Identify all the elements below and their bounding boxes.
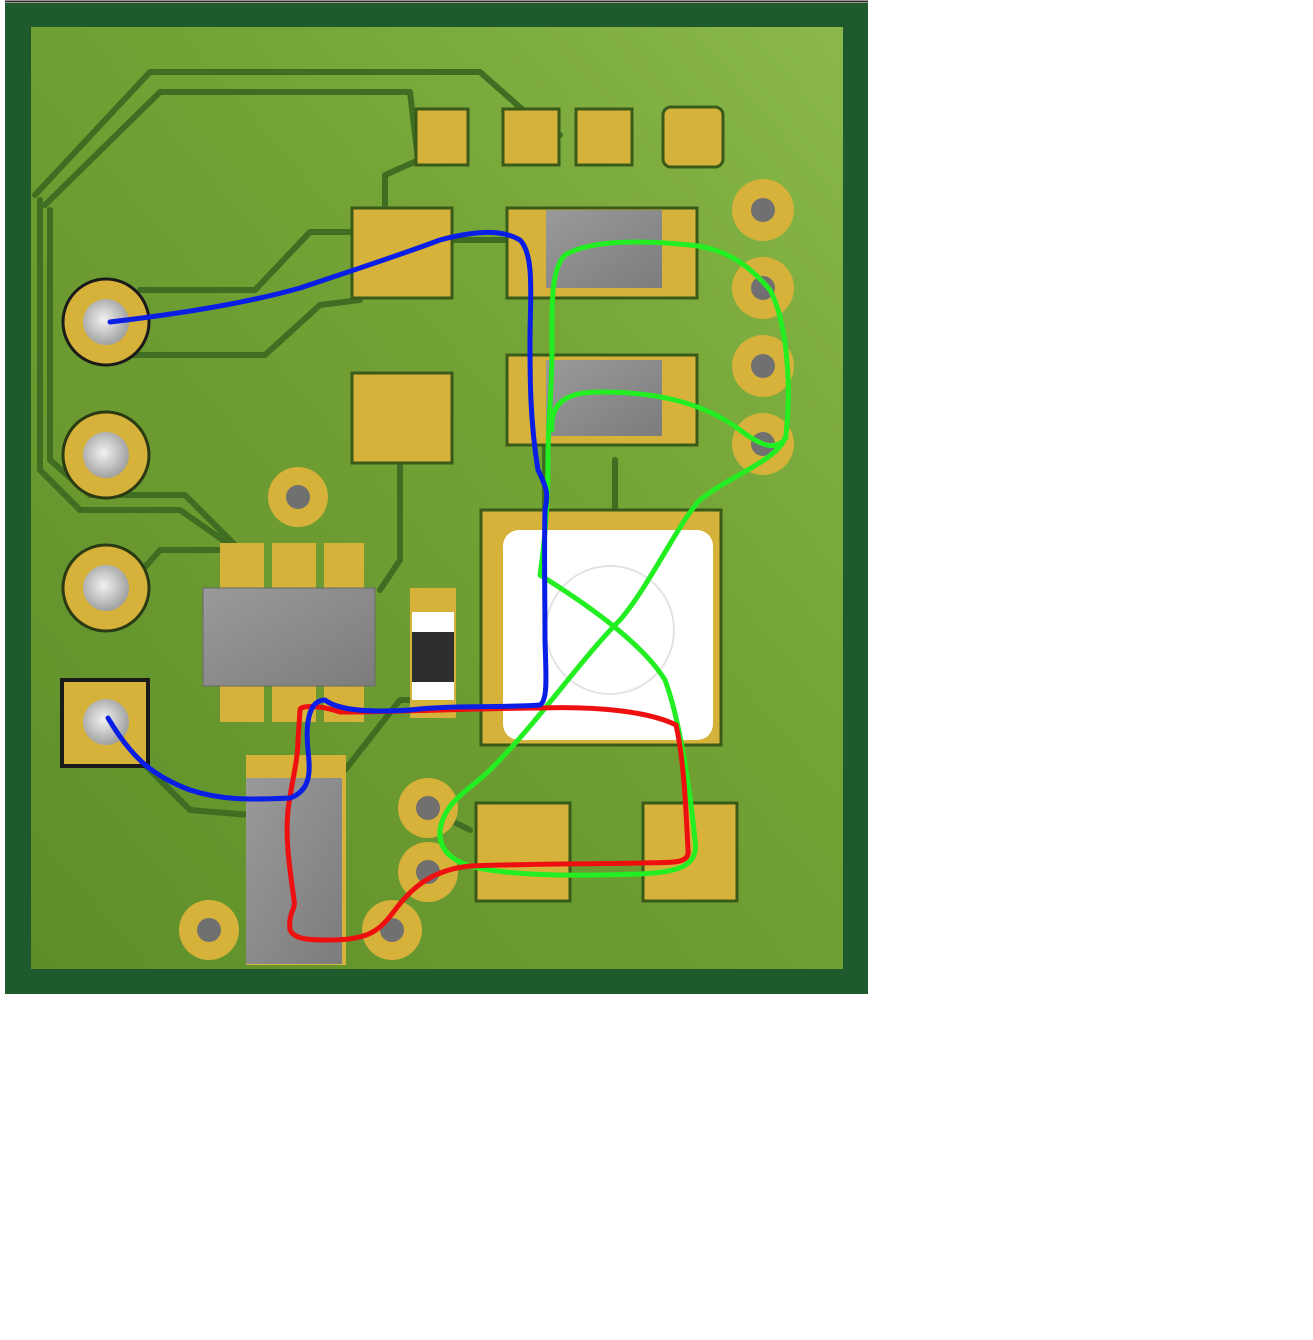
resistor <box>410 588 456 718</box>
loop-green <box>437 239 791 878</box>
smd-pad-1 <box>414 107 470 167</box>
trace-to-pin1 <box>92 297 363 358</box>
smd-pad-3 <box>574 107 634 167</box>
smd-pad-bottom-1 <box>474 801 572 903</box>
pin-header-right <box>732 179 794 475</box>
trace-inner-top <box>42 89 421 208</box>
smd-pad-6 <box>350 371 454 465</box>
smd-pad-4 <box>661 105 725 169</box>
inductor <box>246 755 346 965</box>
loop-green-2 <box>549 389 789 449</box>
pin-header-left <box>60 277 151 768</box>
current-loops <box>105 230 791 943</box>
chip-component-icon <box>546 210 662 288</box>
trace-mid-down <box>377 457 403 593</box>
top-pad-row <box>414 105 725 169</box>
trace-pad1 <box>137 229 363 293</box>
trace-left-bus <box>37 197 233 548</box>
ic-sot <box>202 543 376 722</box>
loop-blue <box>105 230 550 802</box>
capacitor-top <box>505 206 699 300</box>
trace-sq-pad <box>137 757 253 818</box>
smd-pad-2 <box>501 107 561 167</box>
